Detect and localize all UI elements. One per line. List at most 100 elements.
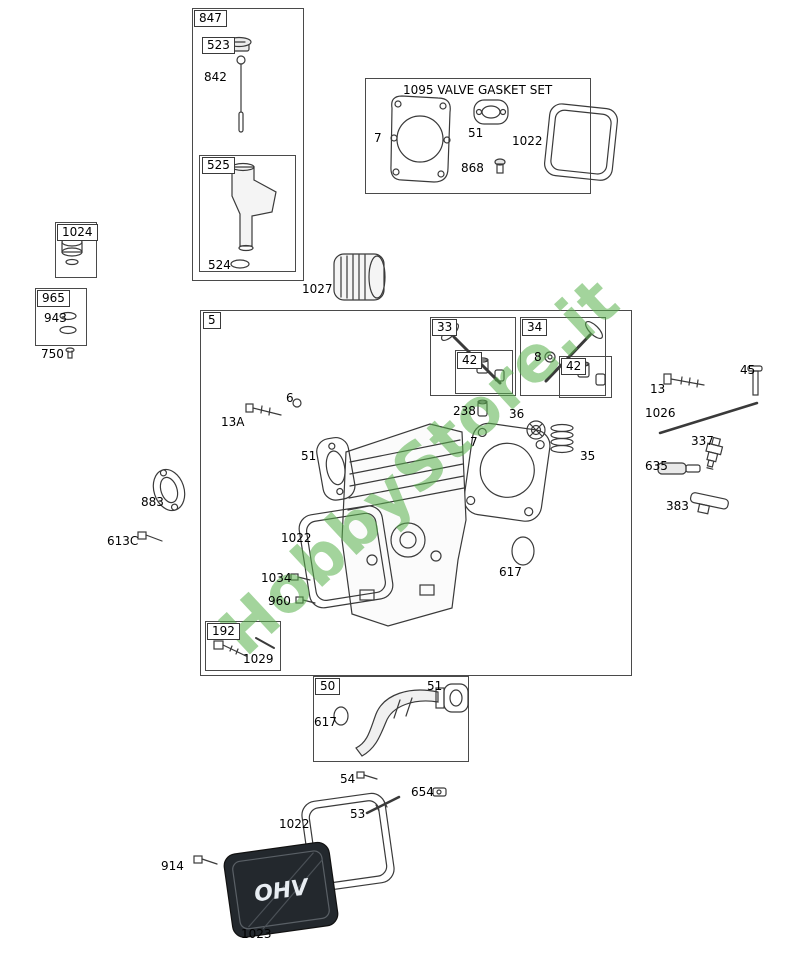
part-label-5: 5 [203, 312, 221, 329]
part-label-847: 847 [194, 10, 227, 27]
section-box-192 [205, 621, 281, 671]
dipstick-drawing [236, 55, 246, 133]
part-label-36: 36 [509, 407, 525, 421]
fitting-654-drawing [432, 787, 447, 797]
valve-guide-238-drawing [477, 399, 488, 417]
part-label-51: 51 [301, 449, 317, 463]
part-label-868: 868 [461, 161, 484, 175]
oil-filter-drawing [333, 253, 386, 301]
part-label-45: 45 [740, 363, 756, 377]
part-label-524: 524 [208, 258, 231, 272]
o-ring-524-drawing [230, 259, 250, 269]
part-label-1034: 1034 [261, 571, 292, 585]
part-label-238: 238 [453, 404, 476, 418]
part-label-523: 523 [202, 37, 235, 54]
bolt-13-drawing [663, 373, 705, 388]
part-label-6: 6 [286, 391, 294, 405]
part-label-1026: 1026 [645, 406, 676, 420]
part-label-617: 617 [499, 565, 522, 579]
section-box-5 [200, 310, 632, 676]
part-label-383: 383 [666, 499, 689, 513]
section-box-1095 [365, 78, 591, 194]
screw-54-drawing [356, 771, 378, 780]
part-label-654: 654 [411, 785, 434, 799]
screw-914-drawing [193, 855, 218, 865]
part-label-54: 54 [340, 772, 356, 786]
exhaust-gasket-51-drawing [316, 436, 356, 501]
part-label-42: 42 [457, 352, 483, 369]
breather-tube-383-drawing [689, 492, 729, 515]
section-box-50 [313, 676, 469, 762]
valve-cover-drawing: OHV [223, 841, 339, 938]
washer-8-drawing [544, 351, 556, 363]
part-label-943: 943 [44, 311, 67, 325]
section-box-847 [192, 8, 304, 281]
screw-192-drawing [213, 640, 247, 657]
part-label-1023: 1023 [241, 927, 272, 941]
part-label-51: 51 [427, 679, 443, 693]
part-label-883: 883 [141, 495, 164, 509]
rings-943-drawing [59, 311, 77, 335]
head-gasket-7-drawing [463, 422, 551, 522]
cylinder-head-drawing [341, 423, 467, 627]
part-label-34: 34 [522, 319, 548, 336]
manifold-gasket-51-drawing [443, 683, 469, 713]
part-label-1027: 1027 [302, 282, 333, 296]
part-635-drawing [657, 462, 701, 475]
part-label-1022: 1022 [279, 817, 310, 831]
valve-spring-35-drawing [550, 423, 574, 454]
spark-plug-drawing [705, 436, 724, 470]
part-label-13a: 13A [221, 415, 245, 429]
part-label-1022: 1022 [281, 531, 312, 545]
part-label-51: 51 [468, 126, 484, 140]
part-label-1029: 1029 [243, 652, 274, 666]
plug-750-drawing [65, 347, 75, 359]
head-gasket-set-drawing [390, 95, 451, 183]
section-box-1024 [55, 222, 97, 278]
o-ring-6-drawing [292, 398, 302, 408]
section-box-33 [430, 317, 516, 396]
part-label-7: 7 [470, 435, 478, 449]
part-label-750: 750 [41, 347, 64, 361]
screw-1034-drawing [290, 573, 311, 581]
part-label-842: 842 [204, 70, 227, 84]
part-label-50: 50 [315, 678, 341, 695]
part-label-1095-valve-gasket-set: 1095 VALVE GASKET SET [403, 83, 553, 97]
part-label-337: 337 [691, 434, 714, 448]
o-ring-617-head-drawing [511, 536, 535, 566]
tappet-45-drawing [747, 365, 763, 396]
o-ring-617-manifold-drawing [333, 706, 349, 726]
part-label-33: 33 [432, 319, 458, 336]
plug-868-drawing [494, 158, 506, 174]
gasket-883-drawing [152, 468, 186, 512]
part-label-613c: 613C [107, 534, 139, 548]
oil-fill-tube-drawing [231, 162, 277, 252]
part-label-914: 914 [161, 859, 184, 873]
part-label-1024: 1024 [57, 224, 98, 241]
part-label-960: 960 [268, 594, 291, 608]
pin-1029-drawing [255, 637, 275, 649]
port-gasket-set-drawing [473, 99, 509, 125]
part-label-965: 965 [37, 290, 70, 307]
part-label-53: 53 [350, 807, 366, 821]
part-label-13: 13 [650, 382, 666, 396]
screw-960-drawing [295, 596, 316, 604]
section-box-42a [455, 350, 513, 394]
section-box-42b [559, 356, 612, 398]
part-label-7: 7 [374, 131, 382, 145]
cover-gasket-1022-head-drawing [298, 505, 394, 609]
part-label-525: 525 [202, 157, 235, 174]
cover-gasket-set-drawing [544, 103, 618, 181]
bolt-13a-drawing [245, 403, 282, 416]
part-label-617: 617 [314, 715, 337, 729]
part-label-635: 635 [645, 459, 668, 473]
part-label-42: 42 [561, 358, 587, 375]
part-label-35: 35 [580, 449, 596, 463]
part-label-1022: 1022 [512, 134, 543, 148]
push-rod-1026-drawing [658, 401, 759, 435]
part-label-192: 192 [207, 623, 240, 640]
